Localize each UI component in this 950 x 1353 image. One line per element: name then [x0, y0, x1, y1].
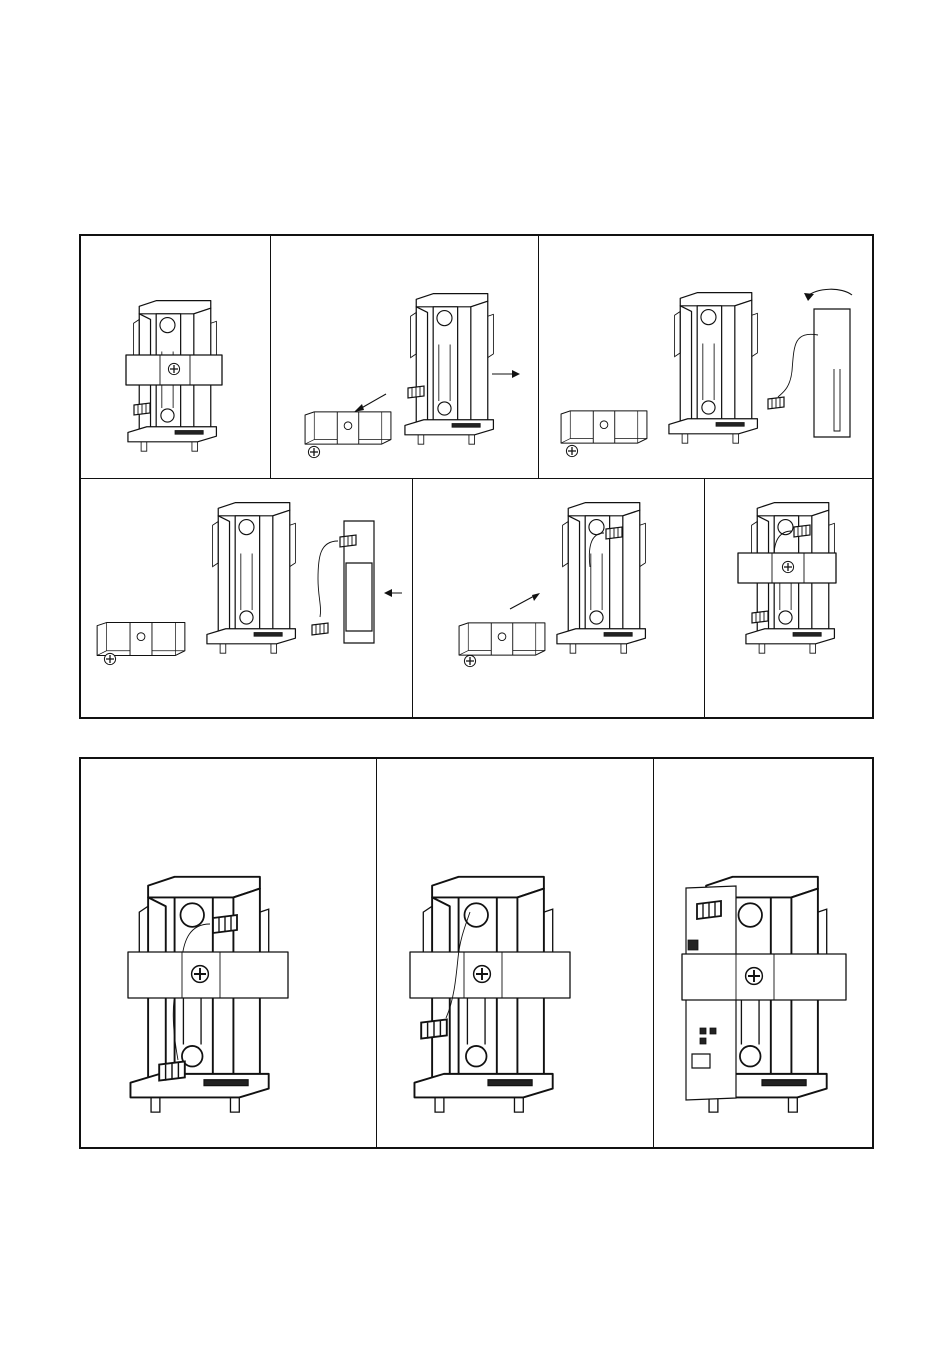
screw-icon — [782, 561, 793, 572]
screw-icon — [746, 968, 763, 985]
cable-board — [814, 309, 850, 437]
top-divider-1 — [270, 235, 271, 478]
rotate-arrow-icon — [806, 289, 852, 297]
step-2-illustration — [296, 288, 528, 468]
connector-icon — [408, 386, 424, 398]
variant-c-illustration — [670, 868, 860, 1128]
screw-icon — [104, 653, 115, 664]
screw-icon — [464, 655, 475, 666]
bottom-divider-1 — [376, 758, 377, 1148]
cover-plate — [305, 412, 391, 444]
screw-icon — [168, 363, 179, 374]
top-row-divider — [80, 478, 873, 479]
top-divider-3 — [412, 479, 413, 718]
cover-plate — [459, 623, 545, 655]
step-3-illustration — [556, 285, 856, 465]
connector-icon — [134, 403, 150, 415]
screw-icon — [192, 966, 209, 983]
connector-icon — [768, 397, 784, 409]
top-divider-4 — [704, 479, 705, 718]
step-5-illustration — [454, 497, 674, 677]
arrow-icon — [510, 595, 536, 609]
cover-plate — [97, 623, 185, 656]
connector-icon — [794, 525, 810, 537]
screw-icon — [474, 966, 491, 983]
variant-a-illustration — [112, 868, 302, 1128]
cover-plate — [561, 411, 647, 443]
step-6-illustration — [728, 497, 858, 667]
connector-icon — [340, 535, 356, 547]
connector-icon — [421, 1019, 447, 1038]
screw-icon — [308, 446, 319, 457]
bottom-divider-2 — [653, 758, 654, 1148]
connector-icon — [606, 527, 622, 539]
step-1-illustration — [110, 295, 240, 465]
step-4-illustration — [92, 497, 402, 677]
top-divider-2 — [538, 235, 539, 478]
connector-icon — [213, 915, 237, 933]
cover-plate — [682, 954, 846, 1000]
screw-icon — [566, 445, 577, 456]
variant-b-illustration — [396, 868, 586, 1128]
